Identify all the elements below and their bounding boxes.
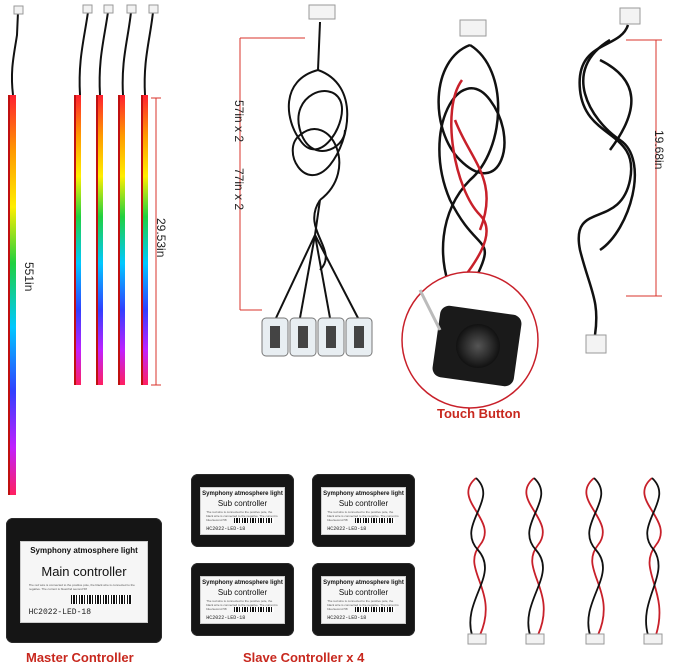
- main-controller-module: Symphony atmosphere light Main controlle…: [6, 518, 162, 643]
- sub-controller-title: Symphony atmosphere light: [323, 490, 404, 497]
- sub-controller-subtitle: Sub controller: [217, 499, 268, 509]
- cable-length-b: 77in x 2: [232, 168, 246, 211]
- long-strip-length: 551in: [22, 262, 36, 292]
- touch-button-cable: [437, 43, 506, 301]
- sub-controller-module: Symphony atmosphere light Sub controller…: [191, 474, 294, 547]
- sub-controller-fine-print: The red wire is connected to the positiv…: [206, 510, 278, 523]
- sub-controller-fine-print: The red wire is connected to the positiv…: [327, 599, 399, 612]
- main-controller-barcode: [71, 594, 132, 605]
- cable-length-a: 57in x 2: [232, 100, 246, 143]
- main-controller-code: HC2022-LED-18: [28, 607, 91, 617]
- master-controller-caption: Master Controller: [26, 650, 134, 665]
- sub-controller-code: HC2022-LED-18: [327, 526, 367, 532]
- sub-controller-code: HC2022-LED-18: [327, 615, 367, 621]
- touch-cable-connector: [459, 19, 487, 37]
- sub-controller-barcode: [234, 606, 274, 613]
- harness-connector: [308, 4, 336, 20]
- extension-cable: [577, 24, 636, 336]
- short-strip-length: 29.53in: [154, 218, 168, 258]
- sub-controller-module: Symphony atmosphere light Sub controller…: [312, 474, 415, 547]
- sub-controller-code: HC2022-LED-18: [206, 615, 246, 621]
- sub-controller-fine-print: The red wire is connected to the positiv…: [327, 510, 399, 523]
- sub-controller-fine-print: The red wire is connected to the positiv…: [206, 599, 278, 612]
- power-wire-pigtails: [467, 477, 662, 636]
- main-controller-fine-print: The red wire is connected to the positiv…: [28, 583, 135, 592]
- sub-controller-title: Symphony atmosphere light: [202, 490, 283, 497]
- sub-controller-subtitle: Sub controller: [338, 499, 389, 509]
- sub-controller-code: HC2022-LED-18: [206, 526, 246, 532]
- strip-dimension-line: [151, 97, 161, 386]
- sub-controller-barcode: [355, 606, 395, 613]
- short-led-strips: [74, 4, 159, 385]
- main-controller-title: Symphony atmosphere light: [30, 546, 138, 556]
- sub-controller-barcode: [355, 517, 395, 524]
- slave-controller-caption: Slave Controller x 4: [243, 650, 365, 665]
- footwell-light-pods: [261, 317, 373, 357]
- sub-controller-subtitle: Sub controller: [338, 588, 389, 598]
- sub-controller-module: Symphony atmosphere light Sub controller…: [191, 563, 294, 636]
- touch-button: [418, 289, 522, 387]
- sub-controller-subtitle: Sub controller: [217, 588, 268, 598]
- extension-top-connector: [619, 7, 641, 25]
- harness-dimension-line: [239, 37, 305, 311]
- footwell-light-harness: [275, 21, 359, 319]
- touch-cable-length: 19.68in: [652, 130, 666, 170]
- extension-bottom-connector: [585, 334, 607, 354]
- sub-controller-barcode: [234, 517, 274, 524]
- long-led-strip: [8, 5, 24, 495]
- sub-controller-title: Symphony atmosphere light: [202, 579, 283, 586]
- sub-controller-module: Symphony atmosphere light Sub controller…: [312, 563, 415, 636]
- touch-button-caption: Touch Button: [437, 406, 521, 421]
- sub-controller-title: Symphony atmosphere light: [323, 579, 404, 586]
- main-controller-subtitle: Main controller: [41, 564, 127, 580]
- extension-dimension-line: [626, 39, 662, 297]
- pigtail-connectors: [467, 633, 663, 645]
